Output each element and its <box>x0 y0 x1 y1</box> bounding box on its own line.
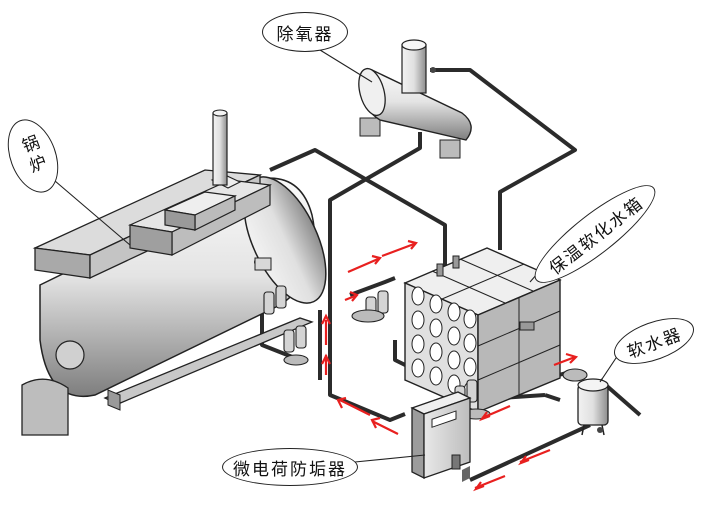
water-softener <box>577 378 609 436</box>
micro-charge-descaler <box>410 391 472 482</box>
callout-leaders <box>47 49 621 463</box>
flow-direction-arrows <box>321 239 579 492</box>
deaerator <box>358 39 472 159</box>
descaler-label: 微电荷防垢器 <box>222 448 358 486</box>
deaerator-label: 除氧器 <box>262 12 348 52</box>
boiler <box>21 109 327 436</box>
